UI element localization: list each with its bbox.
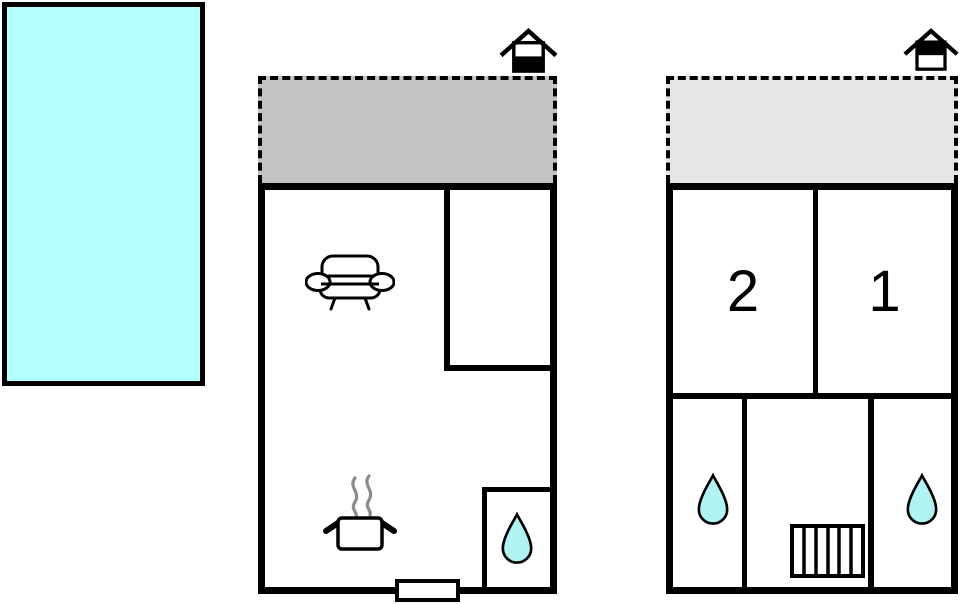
water-drop-icon (501, 511, 533, 564)
bedroom-2: 2 (673, 190, 813, 393)
ground-floor-plan (258, 27, 558, 604)
bedroom-2-label: 2 (726, 258, 760, 324)
corridor-wall (673, 393, 951, 399)
ground-floor-terrace (258, 76, 557, 183)
bedroom-1: 1 (818, 190, 951, 393)
ground-floor-outline (258, 183, 557, 594)
bathroom (482, 487, 550, 587)
bedroom-1-label: 1 (868, 258, 901, 324)
lower-divider-wall-right (868, 399, 874, 587)
swimming-pool (2, 2, 205, 386)
upper-floor-outline (666, 183, 958, 594)
steam-lines (351, 474, 373, 519)
lower-divider-wall-left (742, 399, 747, 587)
upper-floor-plan: 2 1 (666, 27, 960, 604)
small-room (444, 190, 550, 371)
water-drop-icon (697, 472, 729, 525)
upper-floor-terrace (666, 76, 958, 183)
bedroom-divider-wall (813, 190, 818, 399)
cooking-pot-icon (323, 474, 397, 551)
sofa-icon (305, 254, 395, 311)
stairs-icon (790, 524, 865, 578)
water-drop-icon (906, 472, 938, 525)
house-ground-floor-icon (499, 27, 558, 73)
house-upper-floor-icon (903, 28, 959, 71)
entrance-door (395, 579, 460, 602)
